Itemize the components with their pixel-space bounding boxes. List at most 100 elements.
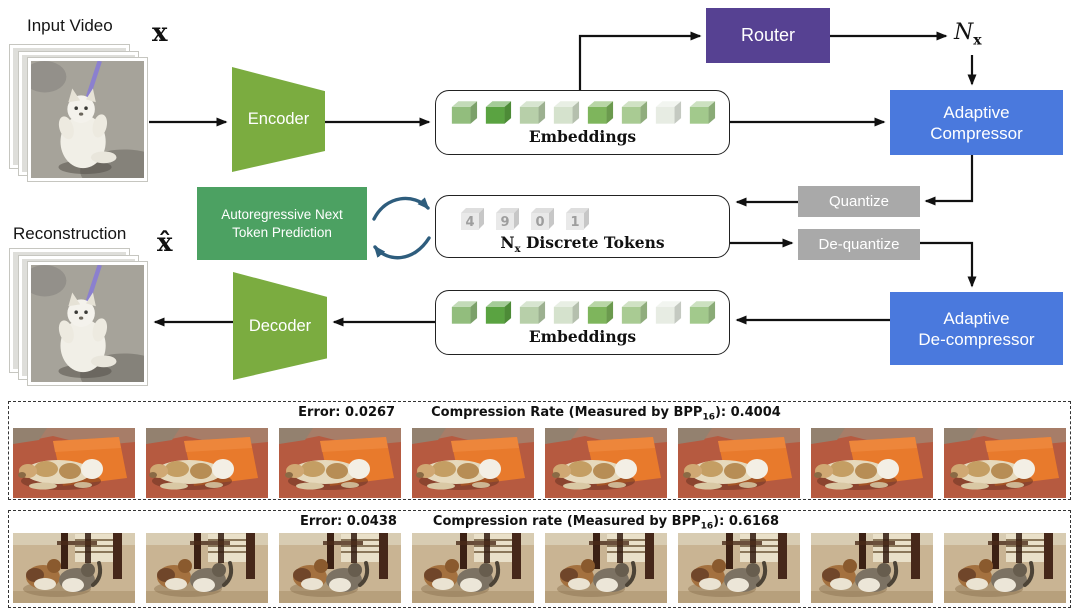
cats-scene-illustration: [279, 533, 401, 603]
cats-scene-illustration: [412, 533, 534, 603]
embedding-cube: [485, 301, 511, 324]
video-frame: [545, 428, 667, 498]
video-frame: [811, 428, 933, 498]
video-frame: [944, 428, 1066, 498]
error-value: Error: 0.0267: [298, 405, 396, 420]
discrete-tokens-box: 4 9 0 1 Nx Discrete Tokens: [435, 195, 730, 258]
embedding-cube: [621, 101, 647, 124]
embedding-cube: [655, 301, 681, 324]
router-block: Router: [706, 8, 830, 63]
result-2-frames: [13, 533, 1066, 603]
embeddings-bottom-label: Embeddings: [528, 327, 637, 346]
dog-scene-illustration: [13, 428, 135, 498]
video-frame: [545, 533, 667, 603]
video-frame: [944, 533, 1066, 603]
reconstruction-label: Reconstruction: [13, 224, 127, 243]
result-row-1: Error: 0.0267 Compression Rate (Measured…: [8, 401, 1071, 500]
embedding-cube: [689, 301, 715, 324]
error-value: Error: 0.0438: [299, 514, 397, 529]
dog-scene-illustration: [545, 428, 667, 498]
quantize-block: Quantize: [798, 186, 920, 217]
result-row-2: Error: 0.0438 Compression rate (Measured…: [8, 510, 1071, 608]
discrete-token-tile: 4: [461, 208, 484, 230]
video-frame: [678, 428, 800, 498]
embedding-cube: [451, 101, 477, 124]
decoder-block: Decoder: [233, 272, 327, 380]
video-frame: [678, 533, 800, 603]
discrete-token-tile: 9: [496, 208, 519, 230]
adaptive-compressor-line1: Adaptive: [943, 102, 1010, 122]
embedding-cubes-row: [450, 100, 716, 125]
autoregressive-line1: Autoregressive Next: [221, 207, 343, 222]
compression-rate-value: Compression Rate (Measured by BPP16): 0.…: [431, 405, 781, 423]
encoder-label: Encoder: [247, 110, 310, 128]
adaptive-compressor-line2: Compressor: [930, 123, 1023, 143]
video-frame: [279, 533, 401, 603]
video-frame-front: [28, 262, 147, 385]
video-frame: [811, 533, 933, 603]
video-frame: [13, 428, 135, 498]
reconstruction-symbol-xhat: x̂: [157, 228, 173, 258]
svg-text:0: 0: [535, 215, 544, 230]
embedding-cube: [485, 101, 511, 124]
dog-scene-illustration: [146, 428, 268, 498]
dog-scene-illustration: [412, 428, 534, 498]
dequantize-label: De-quantize: [818, 236, 900, 253]
embedding-cube: [553, 301, 579, 324]
embedding-cube: [451, 301, 477, 324]
embeddings-bottom-box: Embeddings: [435, 290, 730, 355]
svg-text:4: 4: [465, 215, 474, 230]
tokens-label-base: N: [500, 233, 515, 252]
embeddings-top-box: Embeddings: [435, 90, 730, 155]
cats-scene-illustration: [678, 533, 800, 603]
embedding-cube: [621, 301, 647, 324]
encoder-block: Encoder: [232, 67, 325, 172]
dequantize-block: De-quantize: [798, 229, 920, 260]
input-video-thumbnail-stack: [10, 45, 150, 185]
video-frame: [279, 428, 401, 498]
video-frame: [412, 428, 534, 498]
result-2-caption: Error: 0.0438 Compression rate (Measured…: [9, 514, 1070, 532]
discrete-tokens-label: Nx Discrete Tokens: [500, 233, 664, 255]
reconstruction-thumbnail-stack: [10, 249, 150, 389]
quantize-label: Quantize: [828, 193, 890, 210]
autoregressive-block: Autoregressive Next Token Prediction: [197, 187, 367, 260]
svg-text:9: 9: [500, 215, 509, 230]
input-video-label: Input Video: [27, 16, 113, 35]
dog-scene-illustration: [944, 428, 1066, 498]
discrete-token-tile: 1: [566, 208, 589, 230]
input-symbol-x: x: [152, 18, 168, 48]
dog-scene-illustration: [678, 428, 800, 498]
adaptive-compressor-block: Adaptive Compressor: [890, 90, 1063, 155]
cat-video-still-illustration: [31, 61, 144, 178]
nx-base: N: [954, 20, 974, 45]
video-frame: [146, 533, 268, 603]
discrete-token-tile: 0: [531, 208, 554, 230]
tokens-label-rest: Discrete Tokens: [520, 233, 665, 252]
video-frame: [412, 533, 534, 603]
embedding-cubes-row: [450, 300, 716, 325]
adaptive-decompressor-line1: Adaptive: [943, 308, 1010, 328]
tokens-label-sub: x: [514, 244, 521, 256]
embeddings-top-label: Embeddings: [528, 127, 637, 146]
token-count-symbol: Nx: [954, 20, 982, 48]
video-frame-front: [28, 58, 147, 181]
embedding-cube: [689, 101, 715, 124]
cats-scene-illustration: [13, 533, 135, 603]
embedding-cube: [553, 101, 579, 124]
nx-sub: x: [973, 32, 982, 49]
result-1-frames: [13, 428, 1066, 498]
embedding-cube: [655, 101, 681, 124]
dog-scene-illustration: [811, 428, 933, 498]
embedding-cube: [519, 301, 545, 324]
autoregressive-line2: Token Prediction: [232, 224, 332, 240]
cat-video-still-illustration: [31, 265, 144, 382]
router-label: Router: [740, 25, 796, 45]
svg-text:1: 1: [570, 215, 579, 230]
compression-rate-value: Compression rate (Measured by BPP16): 0.…: [432, 514, 780, 532]
embedding-cube: [587, 101, 613, 124]
adaptive-decompressor-block: Adaptive De-compressor: [890, 292, 1063, 365]
token-tiles-row: 4 9 0 1: [436, 207, 591, 231]
cycle-arrows: [372, 196, 431, 260]
